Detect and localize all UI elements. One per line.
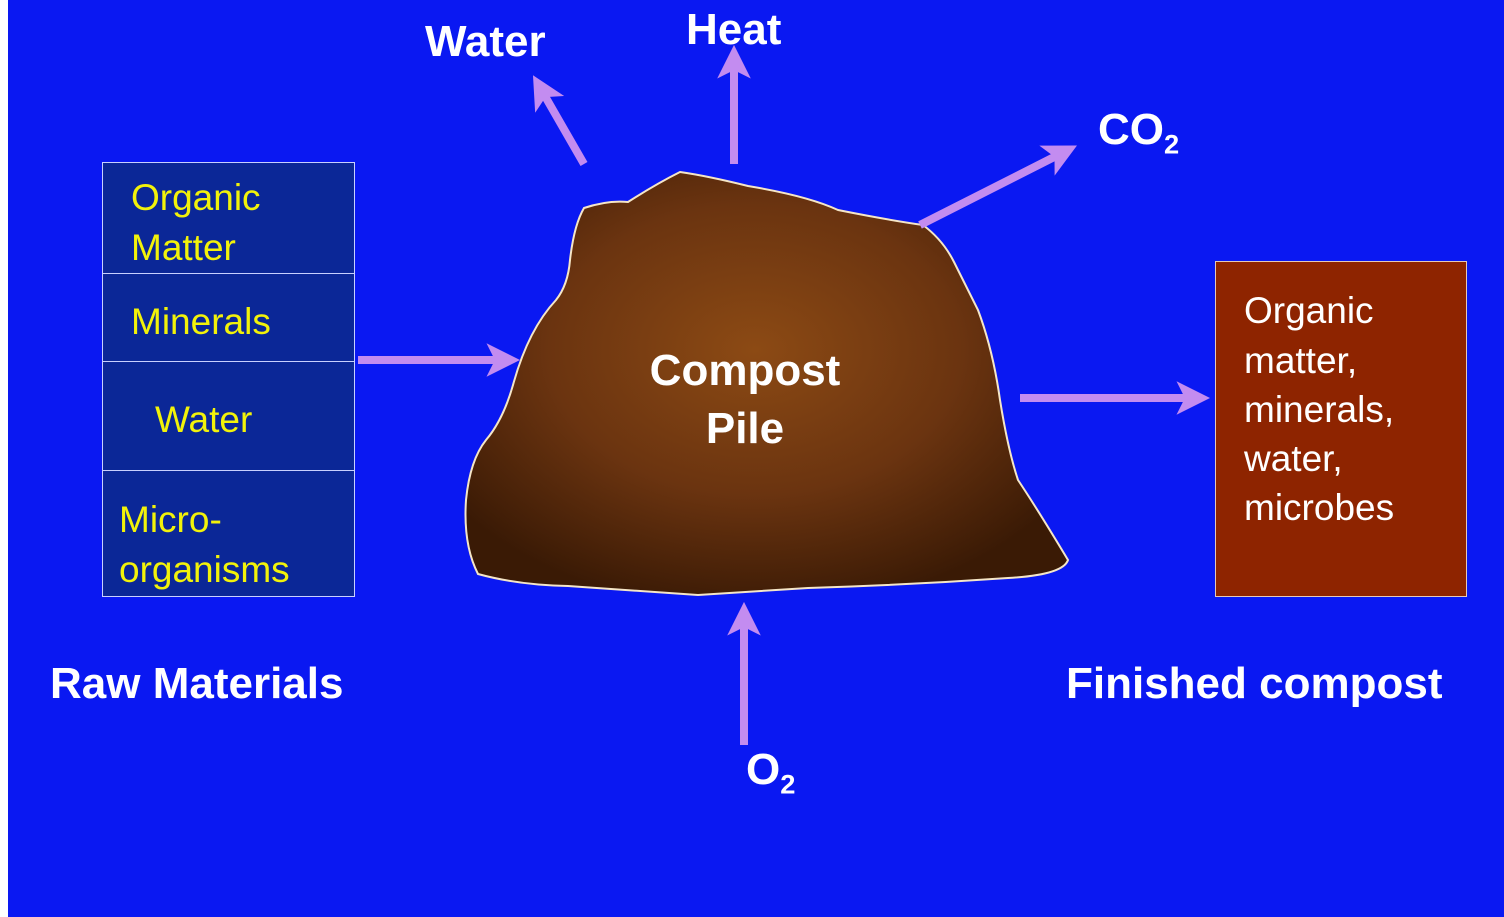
finished-line-4: water,: [1244, 438, 1343, 479]
pile-label-line1: Compost: [649, 346, 841, 395]
raw-item-minerals-label: Minerals: [131, 301, 271, 342]
raw-item-micro-line2: organisms: [119, 549, 290, 590]
raw-box-divider: [103, 273, 354, 274]
raw-item-microorganisms: Micro- organisms: [119, 495, 290, 595]
co2-subscript: 2: [1164, 128, 1180, 160]
finished-compost-box: Organic matter, minerals, water, microbe…: [1215, 261, 1467, 597]
finished-line-1: Organic: [1244, 290, 1374, 331]
finished-compost-title: Finished compost: [1066, 659, 1443, 708]
finished-line-5: microbes: [1244, 487, 1395, 528]
compost-diagram-slide: Organic Matter Minerals Water Micro- org…: [8, 0, 1504, 917]
raw-item-water-label: Water: [155, 399, 253, 440]
raw-item-water: Water: [155, 395, 252, 445]
co2-output-label: CO2: [1098, 105, 1179, 158]
arrow-co2-out: [918, 145, 1077, 229]
compost-pile-label: Compost Pile: [602, 342, 888, 458]
finished-line-3: minerals,: [1244, 389, 1395, 430]
o2-subscript: 2: [780, 768, 796, 800]
raw-item-organic-matter: Organic Matter: [131, 173, 261, 273]
compost-pile-shape: [464, 170, 1070, 597]
raw-item-organic-line2: Matter: [131, 227, 236, 268]
raw-item-organic-line1: Organic: [131, 177, 261, 218]
raw-box-divider: [103, 470, 354, 471]
raw-materials-title: Raw Materials: [50, 659, 344, 708]
heat-output-label: Heat: [686, 5, 782, 54]
water-output-label: Water: [425, 17, 546, 66]
o2-main-text: O: [746, 745, 781, 794]
pile-label-line2: Pile: [705, 404, 785, 453]
raw-box-divider: [103, 361, 354, 362]
arrow-water-out: [532, 75, 588, 166]
finished-line-2: matter,: [1244, 340, 1358, 381]
raw-item-micro-line1: Micro-: [119, 499, 222, 540]
co2-main-text: CO: [1098, 105, 1164, 154]
raw-materials-box: Organic Matter Minerals Water Micro- org…: [102, 162, 355, 597]
o2-input-label: O2: [746, 745, 795, 798]
diagram-graphics: [358, 44, 1211, 745]
raw-item-minerals: Minerals: [131, 297, 271, 347]
